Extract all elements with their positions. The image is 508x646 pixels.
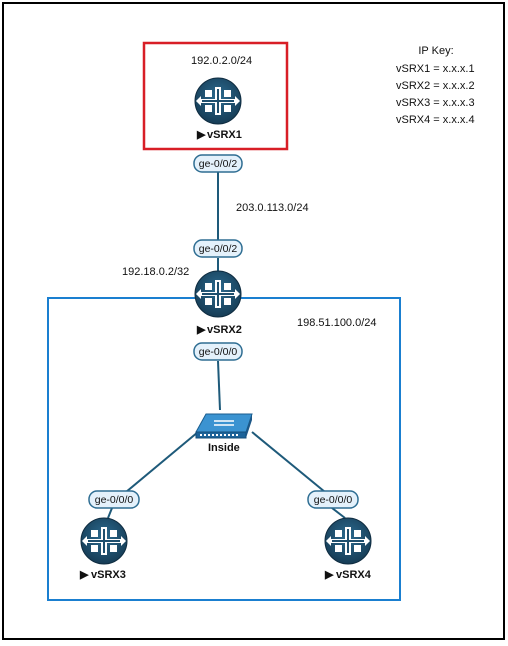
svg-text:vSRX2: vSRX2 — [207, 324, 242, 336]
node-label-inside: Inside — [208, 442, 240, 454]
svg-text:ge-0/0/0: ge-0/0/0 — [314, 494, 353, 506]
ip-key: IP Key: vSRX1 = x.x.x.1 vSRX2 = x.x.x.2 … — [396, 45, 475, 126]
iface-vsrx2-down[interactable]: ge-0/0/0 — [193, 342, 243, 361]
svg-text:▶: ▶ — [196, 129, 206, 141]
link-switch-vsrx3 — [125, 431, 199, 493]
switch-icon[interactable] — [195, 413, 253, 439]
ip-key-line: vSRX3 = x.x.x.3 — [396, 97, 475, 109]
router-icon[interactable] — [194, 77, 242, 125]
iface-vsrx1-down[interactable]: ge-0/0/2 — [193, 154, 243, 173]
outer-frame — [2, 2, 505, 640]
svg-text:ge-0/0/2: ge-0/0/2 — [199, 158, 238, 170]
network-top-zone: 192.0.2.0/24 — [191, 55, 252, 67]
links — [107, 172, 346, 519]
iface-vsrx3-up[interactable]: ge-0/0/0 — [88, 490, 140, 509]
node-label-vsrx2: ▶ vSRX2 — [196, 324, 242, 336]
ip-key-title: IP Key: — [418, 45, 453, 57]
svg-text:▶: ▶ — [79, 569, 89, 581]
svg-text:vSRX3: vSRX3 — [91, 569, 126, 581]
iface-vsrx4-up[interactable]: ge-0/0/0 — [307, 490, 359, 509]
link-vsrx3-iface — [107, 507, 113, 519]
top-zone-box — [142, 41, 289, 151]
ip-key-line: vSRX1 = x.x.x.1 — [396, 63, 475, 75]
link-vsrx4-iface — [331, 507, 346, 519]
svg-text:ge-0/0/0: ge-0/0/0 — [95, 494, 134, 506]
svg-text:ge-0/0/2: ge-0/0/2 — [199, 243, 238, 255]
node-label-vsrx1: ▶ vSRX1 — [196, 129, 242, 141]
link-vsrx2-switch — [217, 360, 221, 411]
svg-text:▶: ▶ — [324, 569, 334, 581]
node-label-vsrx3: ▶ vSRX3 — [79, 569, 126, 581]
link-switch-vsrx4 — [251, 431, 326, 493]
router-icon[interactable] — [80, 517, 128, 565]
svg-text:▶: ▶ — [196, 324, 206, 336]
router-icon[interactable] — [194, 270, 242, 318]
network-loopback: 192.18.0.2/32 — [122, 266, 189, 278]
network-inside-zone: 198.51.100.0/24 — [297, 317, 377, 329]
node-label-vsrx4: ▶ vSRX4 — [324, 569, 372, 581]
svg-text:vSRX1: vSRX1 — [207, 129, 242, 141]
ip-key-line: vSRX4 = x.x.x.4 — [396, 114, 475, 126]
router-icon[interactable] — [324, 517, 372, 565]
network-transit: 203.0.113.0/24 — [236, 202, 309, 214]
ip-key-line: vSRX2 = x.x.x.2 — [396, 80, 475, 92]
svg-text:ge-0/0/0: ge-0/0/0 — [199, 346, 238, 358]
iface-vsrx2-up[interactable]: ge-0/0/2 — [193, 239, 243, 258]
svg-text:vSRX4: vSRX4 — [336, 569, 372, 581]
